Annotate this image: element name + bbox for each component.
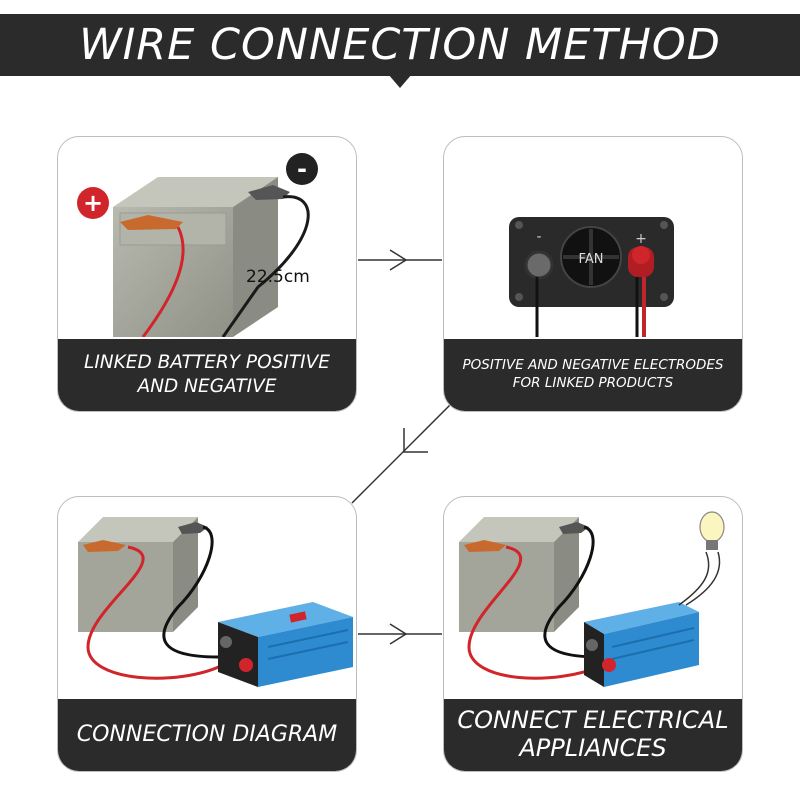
step-caption: CONNECT ELECTRICAL APPLIANCES bbox=[444, 699, 742, 771]
fan-label: FAN bbox=[579, 252, 604, 267]
negative-symbol: - bbox=[297, 155, 307, 183]
step-caption: CONNECTION DIAGRAM bbox=[58, 699, 356, 771]
battery-illustration: + - 22.5cm bbox=[77, 153, 318, 337]
step-caption: POSITIVE AND NEGATIVE ELECTRODES FOR LIN… bbox=[444, 339, 742, 411]
arrowhead-step1-to-step2 bbox=[389, 249, 408, 271]
arrow-step2-to-step3 bbox=[351, 404, 451, 504]
plus-label: + bbox=[635, 231, 647, 247]
minus-label: - bbox=[536, 229, 541, 245]
step-card-connection-diagram: CONNECTION DIAGRAM bbox=[57, 496, 357, 772]
title-banner bbox=[0, 14, 800, 76]
step-caption: LINKED BATTERY POSITIVE AND NEGATIVE bbox=[58, 339, 356, 411]
inverter-terminals-illustration: FAN - + bbox=[509, 217, 674, 337]
page-title: WIRE CONNECTION METHOD bbox=[79, 20, 721, 70]
arrowhead-step2-to-step3 bbox=[403, 428, 428, 453]
positive-symbol: + bbox=[83, 189, 103, 217]
step-card-appliances: CONNECT ELECTRICAL APPLIANCES bbox=[443, 496, 743, 772]
step-card-battery: + - 22.5cm LINKED BATTERY POSITIVE AND N… bbox=[57, 136, 357, 412]
cable-length-label: 22.5cm bbox=[246, 267, 310, 287]
title-banner-notch bbox=[388, 74, 412, 88]
appliance-connection-illustration bbox=[459, 511, 725, 687]
step-card-electrodes: FAN - + POSITIVE AND NEGATIVE ELECTRODES… bbox=[443, 136, 743, 412]
connection-diagram-illustration bbox=[78, 517, 353, 687]
arrowhead-step3-to-step4 bbox=[389, 623, 408, 645]
